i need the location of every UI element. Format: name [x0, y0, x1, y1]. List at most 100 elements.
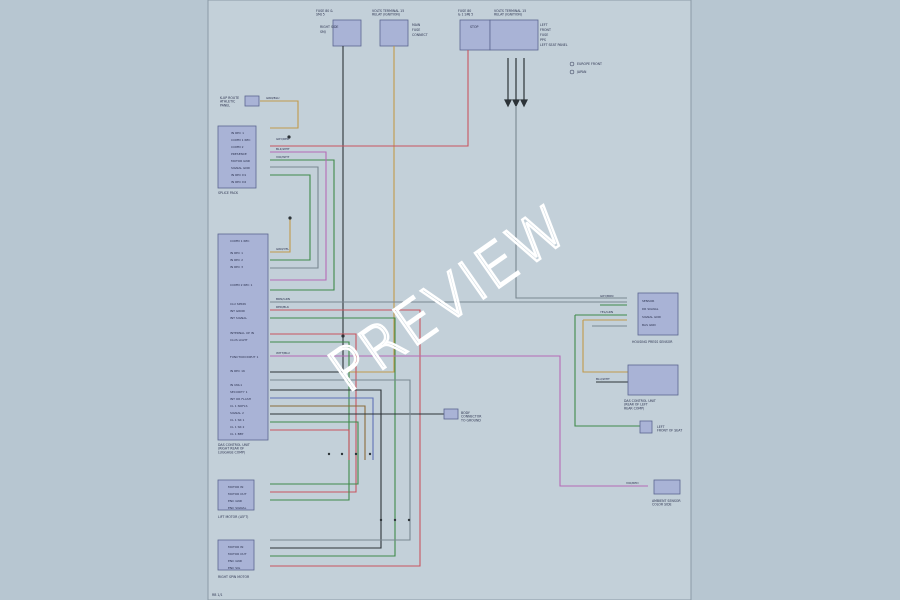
lift-motor-left-label: LIFT MOTOR (LEFT) — [218, 515, 248, 519]
top-box-4-line-5: LEFT SEAT PANEL — [540, 43, 568, 47]
splice-pin-6: SIGNAL GND — [231, 166, 251, 170]
wire-label-12: VIO/RED — [626, 481, 639, 485]
main-pin-20: CL 1 BEP — [230, 432, 244, 436]
main-pin-5: COMM 2 REC 1 — [230, 283, 252, 287]
top-box-3-title: FUSE 80& 1 SMJ 5 — [458, 9, 473, 17]
pressure-sensor: SENSOR DR SIGNAL SIGNAL GND BAS GND HOUS… — [632, 292, 679, 344]
ps-pin-1: SENSOR — [642, 299, 654, 303]
main-pin-19: CL 1 SR 2 — [230, 425, 245, 429]
main-pin-18: CL 1 SR 1 — [230, 418, 245, 422]
lift-motor-right-label: RIGHT SPIN MOTOR — [218, 575, 250, 579]
main-pin-17: SIGNAL 2 — [230, 411, 244, 415]
main-pin-11: FUNCTION INPUT 1 — [230, 355, 258, 359]
wire-label-11: BLU/WHT — [596, 377, 610, 381]
page-number: RB 1/1 — [212, 593, 223, 597]
lml-pin-1: MOTOR IN — [228, 485, 243, 489]
splice-pack: IN REC 1 COMM 1 REC COMM 2 PRESENCE MOTO… — [217, 125, 257, 195]
top-box-3-line-1: STOP — [470, 25, 478, 29]
wire-label-9: GRY/BRN — [600, 294, 613, 298]
splice-pin-1: IN REC 1 — [231, 131, 244, 135]
main-pin-16: CL 1 NOFLS — [230, 404, 248, 408]
lmr-pin-4: ENC SIG — [228, 566, 241, 570]
splice-points — [287, 135, 411, 522]
wire-label-8: WHT/BLU — [276, 351, 290, 355]
main-pin-14: SECURITY 1 — [230, 390, 248, 394]
main-pin-10: CLUS LIGHT — [230, 338, 248, 342]
splice-pin-4: PRESENCE — [231, 152, 247, 156]
main-pin-1: COMM 1 REC — [230, 239, 250, 243]
lift-motor-left: MOTOR IN MOTOR OUT ENC GND ENC SIGNAL LI… — [217, 479, 255, 519]
main-pin-4: IN REC 3 — [230, 265, 243, 269]
pressure-sensor-label: HOUSING PRESS SENSOR — [632, 340, 673, 344]
splice-pack-label: SPLICE PACK — [218, 191, 239, 195]
lml-pin-4: ENC SIGNAL — [228, 506, 247, 510]
wire-label-7: RED/BLK — [276, 305, 290, 309]
top-box-1: FUSE 80 &SMJ 5 RIGHT SIDE SMJ — [316, 9, 362, 47]
wire-group — [260, 46, 648, 567]
legend: EUROPE FRONT JAPAN — [569, 61, 602, 75]
splice-pin-5: MOTOR GND — [231, 159, 251, 163]
top-box-1-title: FUSE 80 &SMJ 5 — [316, 9, 333, 17]
main-pin-13: IN UNL1 — [230, 383, 242, 387]
splice-pin-7: IN REC D1 — [231, 173, 246, 177]
top-box-2-line-3: CONNECT — [412, 33, 428, 37]
ps-pin-2: DR SIGNAL — [642, 307, 659, 311]
top-box-3: FUSE 80& 1 SMJ 5 STOP — [458, 9, 491, 51]
top-box-2-line-2: FUSE — [412, 28, 420, 32]
wire-labels: GRN/BLU GRY/RED BLK/WHT VIO/WHT GRN/YEL … — [266, 96, 639, 485]
main-pin-15: INT OR FLASH — [230, 397, 251, 401]
wire-label-1: GRN/BLU — [266, 96, 279, 100]
main-pin-8: INT SIGNAL — [230, 316, 247, 320]
lmr-pin-3: ENC GND — [228, 559, 243, 563]
splice-pin-8: IN REC D2 — [231, 180, 246, 184]
top-box-1-line-1: RIGHT SIDE — [320, 25, 338, 29]
lmr-pin-1: MOTOR IN — [228, 545, 243, 549]
main-pin-3: IN REC 2 — [230, 258, 243, 262]
top-box-4-line-4: PPS — [540, 38, 546, 42]
legend-item-1: EUROPE FRONT — [577, 62, 602, 66]
main-pin-12: IN REC 16 — [230, 369, 245, 373]
top-box-4-line-2: FRONT — [540, 28, 551, 32]
wire-label-3: BLK/WHT — [276, 147, 290, 151]
lml-pin-2: MOTOR OUT — [228, 492, 247, 496]
top-box-2-line-1: MAIN — [412, 23, 421, 27]
wire-label-2: GRY/RED — [276, 137, 290, 141]
wire-label-10: YEL/GRN — [600, 310, 613, 314]
splice-pin-2: COMM 1 REC — [231, 138, 251, 142]
lmr-pin-2: MOTOR OUT — [228, 552, 247, 556]
main-module: COMM 1 REC IN REC 1 IN REC 2 IN REC 3 CO… — [217, 233, 269, 454]
top-box-4-line-3: FUSE — [540, 33, 548, 37]
main-pin-2: IN REC 1 — [230, 251, 243, 255]
main-pin-7: INT GRND — [230, 309, 246, 313]
splice-pin-3: COMM 2 — [231, 145, 244, 149]
top-box-4-line-1: LEFT — [540, 23, 548, 27]
top-box-1-line-2: SMJ — [320, 30, 326, 34]
wire-label-5: GRN/YEL — [276, 247, 289, 251]
ground-arrows — [504, 58, 528, 108]
main-pin-6: CLU SPRIN — [230, 302, 246, 306]
main-pin-9: INTERNAL UP IN — [230, 331, 254, 335]
wire-label-4: VIO/WHT — [276, 155, 290, 159]
wire-label-6: BRN/GRN — [276, 297, 290, 301]
legend-item-2: JAPAN — [576, 70, 587, 74]
lift-motor-right: MOTOR IN MOTOR OUT ENC GND ENC SIG RIGHT… — [217, 539, 255, 579]
ps-pin-3: SIGNAL GND — [642, 315, 662, 319]
lml-pin-3: ENC GND — [228, 499, 243, 503]
ps-pin-4: BAS GND — [642, 323, 657, 327]
